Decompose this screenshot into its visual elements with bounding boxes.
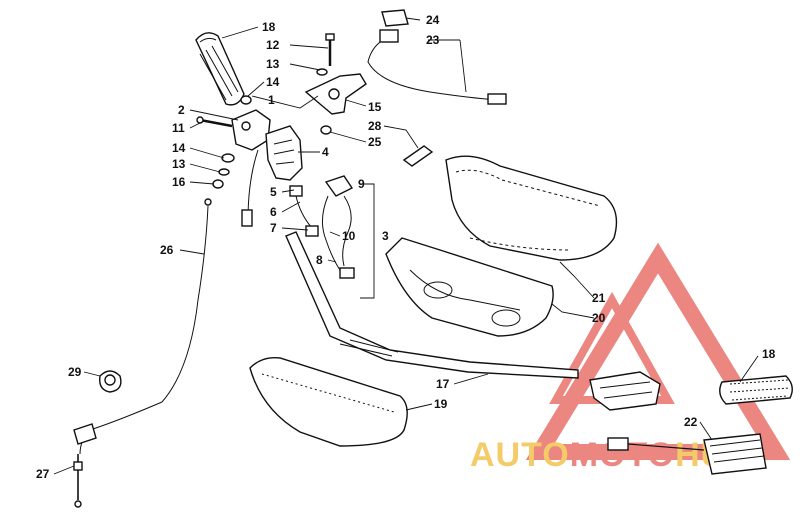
callout-14-top: 14 xyxy=(266,75,280,89)
callout-labels: 18 12 13 14 24 23 2 1 15 11 28 25 14 13 … xyxy=(36,13,776,481)
wire-harness xyxy=(241,149,319,237)
callout-11: 11 xyxy=(172,121,185,135)
switch-pad-24 xyxy=(381,9,409,27)
bolt-12 xyxy=(325,33,335,66)
callout-23: 23 xyxy=(426,33,440,47)
watermark-auto: AUTO xyxy=(470,436,570,474)
group-bracket-3 xyxy=(360,183,375,299)
leader-lines xyxy=(53,17,759,475)
callout-2: 2 xyxy=(178,103,185,117)
throttle-bracket-15 xyxy=(304,73,367,115)
callout-26: 26 xyxy=(160,243,174,257)
callout-6: 6 xyxy=(270,205,277,219)
callout-10: 10 xyxy=(342,229,356,243)
callout-28: 28 xyxy=(368,119,382,133)
shroud-20 xyxy=(385,237,554,337)
callout-27: 27 xyxy=(36,467,50,481)
callout-14: 14 xyxy=(172,141,186,155)
washer-13-top xyxy=(316,68,328,76)
callout-20: 20 xyxy=(592,311,606,325)
callout-9: 9 xyxy=(358,177,365,191)
washer-14 xyxy=(221,153,235,163)
callout-12: 12 xyxy=(266,38,280,52)
callout-1: 1 xyxy=(268,93,275,107)
clamp-29 xyxy=(99,370,122,393)
nut-25 xyxy=(320,125,332,135)
nut-16 xyxy=(212,179,224,189)
callout-15: 15 xyxy=(368,100,382,114)
callout-25: 25 xyxy=(368,135,382,149)
throttle-cable-23 xyxy=(367,29,507,105)
washer-14-top xyxy=(240,95,252,105)
callout-29: 29 xyxy=(68,365,82,379)
callout-17: 17 xyxy=(436,377,450,391)
screw-11 xyxy=(196,116,233,128)
throttle-cable-26 xyxy=(73,198,212,508)
callout-3: 3 xyxy=(382,229,389,243)
callout-18-right: 18 xyxy=(762,347,776,361)
cover-21 xyxy=(445,155,618,261)
callout-5: 5 xyxy=(270,185,277,199)
callout-19: 19 xyxy=(434,397,448,411)
callout-4: 4 xyxy=(322,145,329,159)
heater-pad-22 xyxy=(607,433,767,475)
handlebar-17 xyxy=(285,231,579,379)
callout-13-top: 13 xyxy=(266,57,280,71)
heater-element xyxy=(589,371,661,411)
clip-28 xyxy=(402,145,434,167)
callout-8: 8 xyxy=(316,253,323,267)
callout-13: 13 xyxy=(172,157,186,171)
throttle-housing-2 xyxy=(231,109,271,151)
callout-18-left: 18 xyxy=(262,20,276,34)
handlebar-pad-19 xyxy=(249,357,408,447)
right-grip-18 xyxy=(719,375,793,405)
kill-switch-9 xyxy=(322,175,355,279)
washer-13 xyxy=(218,168,230,176)
switch-housing-4 xyxy=(265,125,303,181)
callout-24: 24 xyxy=(426,13,440,27)
callout-22: 22 xyxy=(684,415,698,429)
callout-16: 16 xyxy=(172,175,186,189)
left-grip xyxy=(195,32,245,106)
callout-7: 7 xyxy=(270,221,277,235)
callout-21: 21 xyxy=(592,291,606,305)
